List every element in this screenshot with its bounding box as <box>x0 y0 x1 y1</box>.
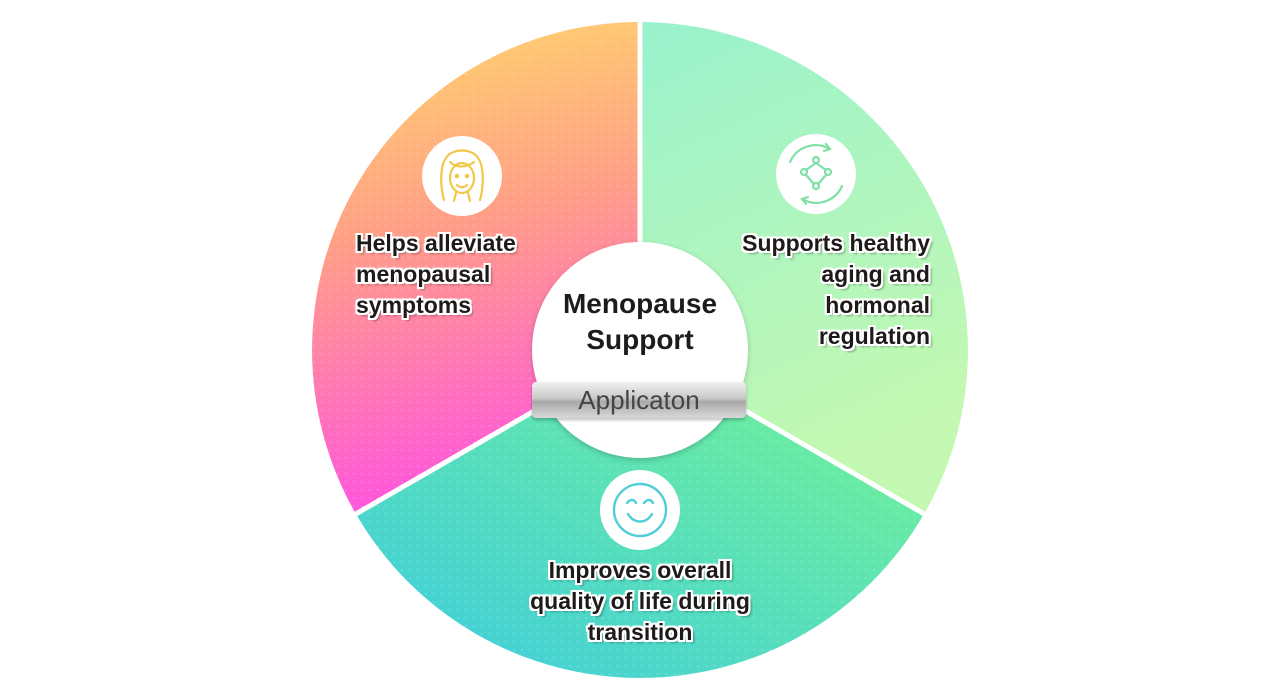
segment-bottom-label: Improves overall quality of life during … <box>530 557 750 645</box>
center-ribbon-label: Applicaton <box>532 382 746 418</box>
segment-right-label: Supports healthy aging and hormonal regu… <box>742 230 930 349</box>
center-title: Menopause Support <box>562 288 718 355</box>
woman-face-icon <box>422 136 502 216</box>
smiley-face-icon <box>600 470 680 550</box>
segment-left-label: Helps alleviate menopausal symptoms <box>356 230 516 318</box>
molecule-cycle-icon <box>776 134 856 214</box>
